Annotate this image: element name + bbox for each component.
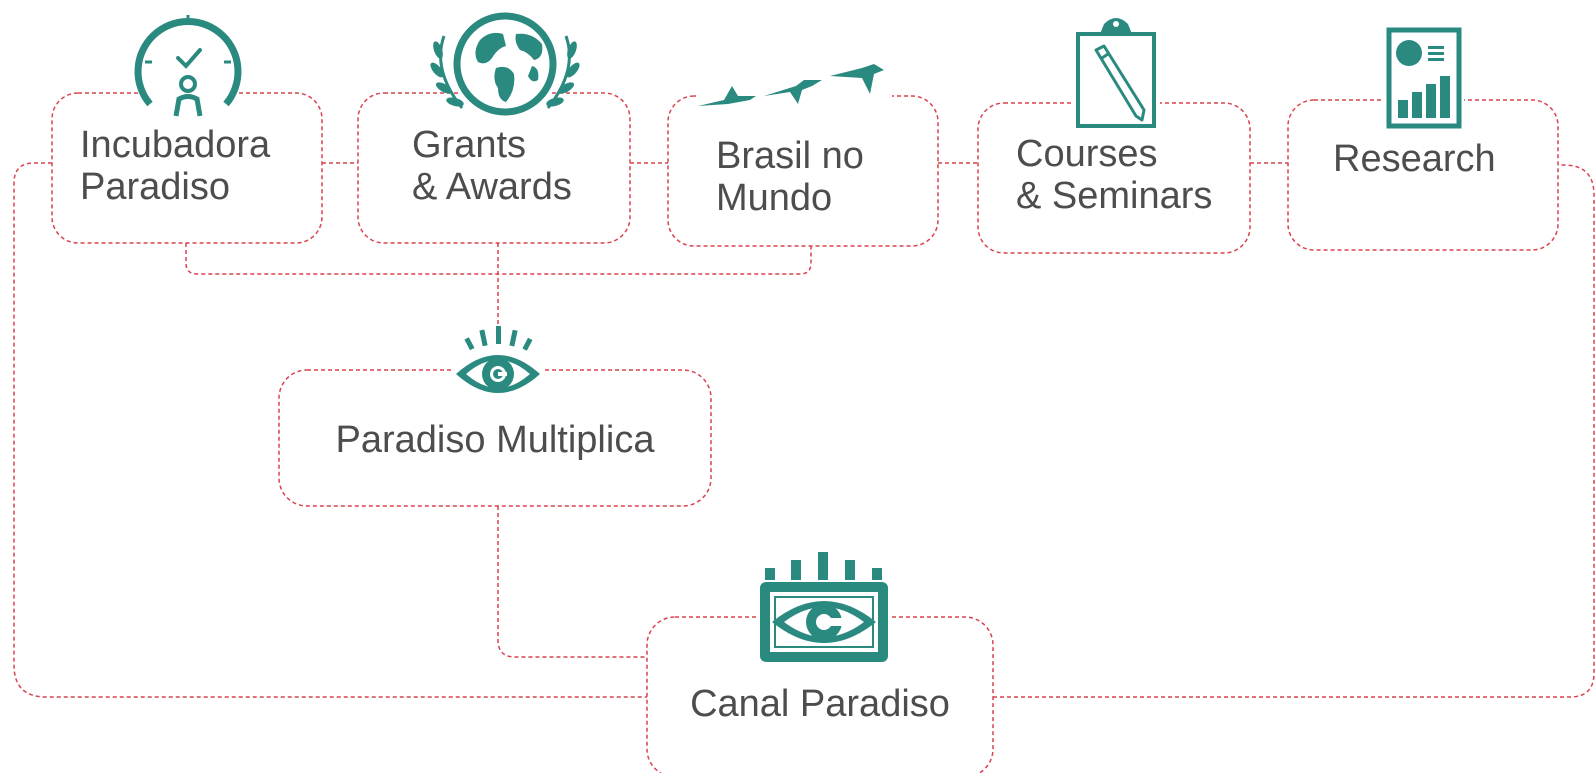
connector-outer-loop <box>13 162 647 698</box>
brasil-label-line2: Mundo <box>716 177 832 219</box>
eye-rays-icon <box>454 324 544 398</box>
incubadora-label-line2: Paradiso <box>80 166 230 208</box>
box-canal <box>646 616 994 773</box>
report-chart-icon <box>1384 26 1464 130</box>
courses-label-line1: Courses <box>1016 133 1158 175</box>
courses-label-line2: & Seminars <box>1016 175 1212 217</box>
box-grants <box>357 92 631 244</box>
research-label: Research <box>1333 138 1496 180</box>
multiplica-label: Paradiso Multiplica <box>336 419 656 461</box>
canal-label: Canal Paradiso <box>690 683 950 725</box>
globe-laurel-icon <box>430 11 580 119</box>
brasil-label-line1: Brasil no <box>716 135 864 177</box>
grants-label-line2: & Awards <box>412 166 572 208</box>
birds-icon <box>696 64 892 110</box>
box-courses <box>977 102 1251 254</box>
box-multiplica <box>278 369 712 507</box>
incubadora-label-line1: Incubadora <box>80 124 271 166</box>
screen-eye-icon <box>756 550 892 664</box>
grants-label-line1: Grants <box>412 124 526 166</box>
clipboard-pen-icon <box>1074 18 1160 128</box>
connector-multiplica-canal <box>497 506 647 658</box>
timer-person-icon <box>134 8 242 117</box>
connector-outer-loop-right <box>993 164 1595 698</box>
